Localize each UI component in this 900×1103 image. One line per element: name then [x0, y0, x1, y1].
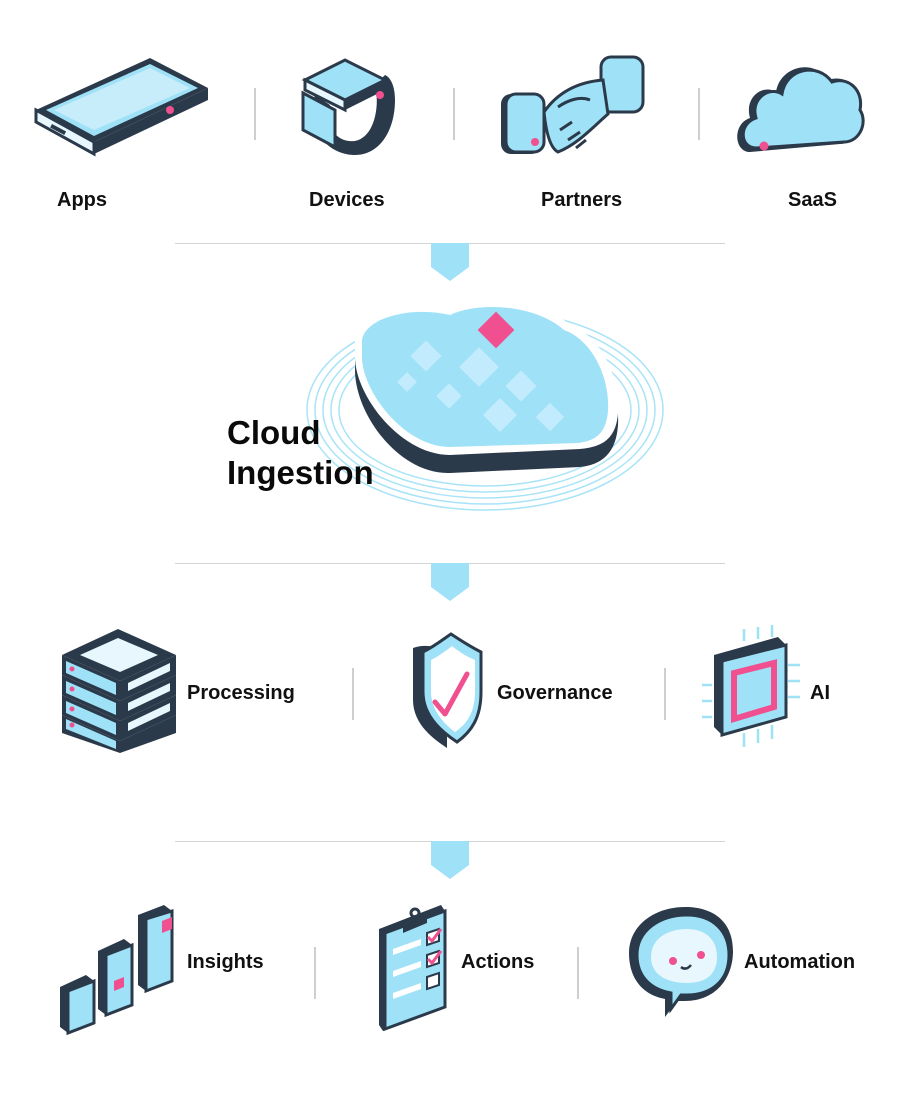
cloud-ingestion-title: Cloud Ingestion	[227, 413, 374, 493]
smartphone-icon	[34, 58, 208, 157]
server-stack-icon	[62, 629, 176, 753]
flow-arrow-icon	[431, 243, 469, 281]
ai-chip-icon	[702, 625, 800, 747]
flow-arrow-icon	[431, 841, 469, 879]
cloud-ingestion-illustration	[306, 299, 664, 511]
devices-label: Devices	[309, 189, 385, 211]
clipboard-checklist-icon	[379, 905, 447, 1032]
separator	[314, 947, 316, 999]
title-line-1: Cloud	[227, 414, 321, 451]
separator	[352, 668, 354, 720]
shield-check-icon	[413, 632, 483, 748]
separator	[698, 88, 700, 140]
separator	[664, 668, 666, 720]
separator	[453, 88, 455, 140]
ai-label: AI	[810, 682, 830, 704]
governance-label: Governance	[497, 682, 613, 704]
apps-label: Apps	[57, 189, 107, 211]
separator	[577, 947, 579, 999]
saas-label: SaaS	[788, 189, 837, 211]
processing-label: Processing	[187, 682, 295, 704]
bar-chart-icon	[60, 905, 174, 1035]
separator	[254, 88, 256, 140]
smartwatch-icon	[301, 58, 395, 155]
cloud-icon	[737, 67, 865, 152]
flow-arrow-icon	[431, 563, 469, 601]
chatbot-icon	[629, 907, 733, 1017]
insights-label: Insights	[187, 951, 264, 973]
partners-label: Partners	[541, 189, 623, 211]
title-line-2: Ingestion	[227, 454, 374, 491]
actions-label: Actions	[461, 951, 535, 973]
automation-label: Automation	[744, 951, 856, 973]
handshake-icon	[501, 55, 645, 154]
